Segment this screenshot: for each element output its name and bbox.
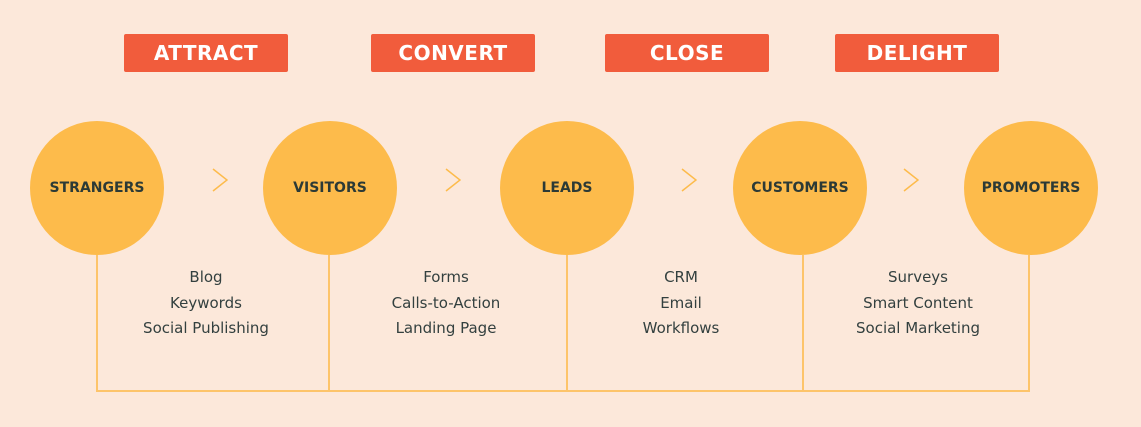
- connector-line: [328, 255, 330, 392]
- node-customers: CUSTOMERS: [733, 121, 867, 255]
- tool-item: Social Marketing: [856, 319, 980, 337]
- tool-item: Smart Content: [863, 293, 973, 312]
- chevron-right-icon: [445, 168, 461, 192]
- attract-tools: Blog Keywords Social Publishing: [106, 265, 306, 342]
- chevron-right-icon: [681, 168, 697, 192]
- tool-item: Blog: [189, 268, 223, 286]
- connector-line: [1028, 255, 1030, 392]
- tool-item: CRM: [664, 268, 698, 286]
- convert-tools: Forms Calls-to-Action Landing Page: [346, 265, 546, 342]
- connector-line: [96, 390, 1030, 392]
- node-strangers: STRANGERS: [30, 121, 164, 255]
- node-visitors: VISITORS: [263, 121, 397, 255]
- stage-attract: ATTRACT: [124, 34, 288, 72]
- stage-delight: DELIGHT: [835, 34, 999, 72]
- node-leads: LEADS: [500, 121, 634, 255]
- stage-convert: CONVERT: [371, 34, 535, 72]
- tool-item: Workflows: [642, 319, 720, 337]
- tool-item: Email: [660, 293, 702, 312]
- tool-item: Social Publishing: [143, 319, 269, 337]
- tool-item: Forms: [423, 268, 469, 286]
- connector-line: [802, 255, 804, 392]
- delight-tools: Surveys Smart Content Social Marketing: [818, 265, 1018, 342]
- close-tools: CRM Email Workflows: [581, 265, 781, 342]
- stage-close: CLOSE: [605, 34, 769, 72]
- tool-item: Landing Page: [395, 319, 497, 337]
- tool-item: Keywords: [170, 293, 242, 312]
- connector-line: [566, 255, 568, 392]
- node-promoters: PROMOTERS: [964, 121, 1098, 255]
- chevron-right-icon: [903, 168, 919, 192]
- tool-item: Calls-to-Action: [391, 293, 501, 312]
- chevron-right-icon: [212, 168, 228, 192]
- tool-item: Surveys: [888, 268, 948, 286]
- connector-line: [96, 255, 98, 392]
